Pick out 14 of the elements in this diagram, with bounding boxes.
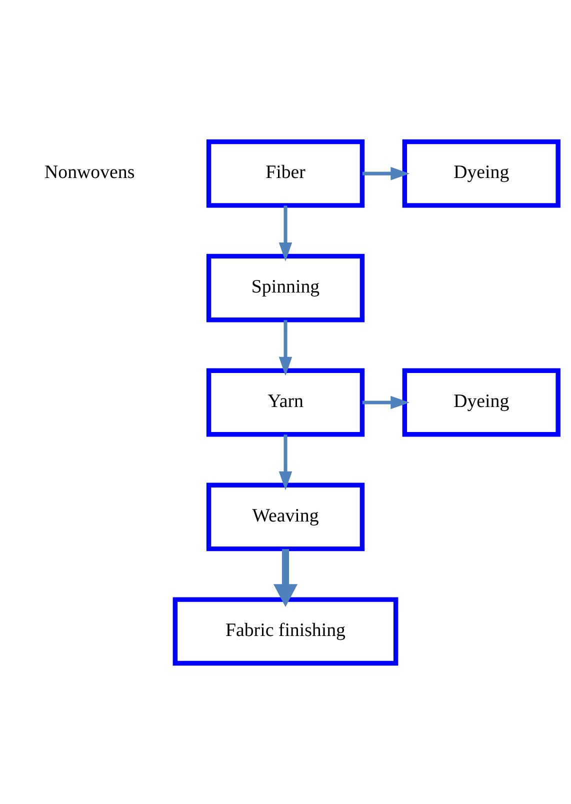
node-box: Weaving [206, 482, 365, 551]
arrow [362, 166, 410, 180]
node-box: Yarn [206, 368, 365, 436]
node-box: Dyeing [402, 368, 560, 436]
label: Nonwovens [44, 162, 135, 183]
node-box: Spinning [206, 253, 365, 322]
node-box: Fiber [206, 138, 365, 208]
arrow [273, 548, 298, 607]
node-box: Fabric finishing [172, 596, 398, 666]
node-box: Dyeing [402, 138, 560, 208]
arrow [278, 434, 292, 490]
arrow [278, 320, 292, 376]
arrow [362, 395, 410, 409]
arrow [278, 205, 292, 261]
